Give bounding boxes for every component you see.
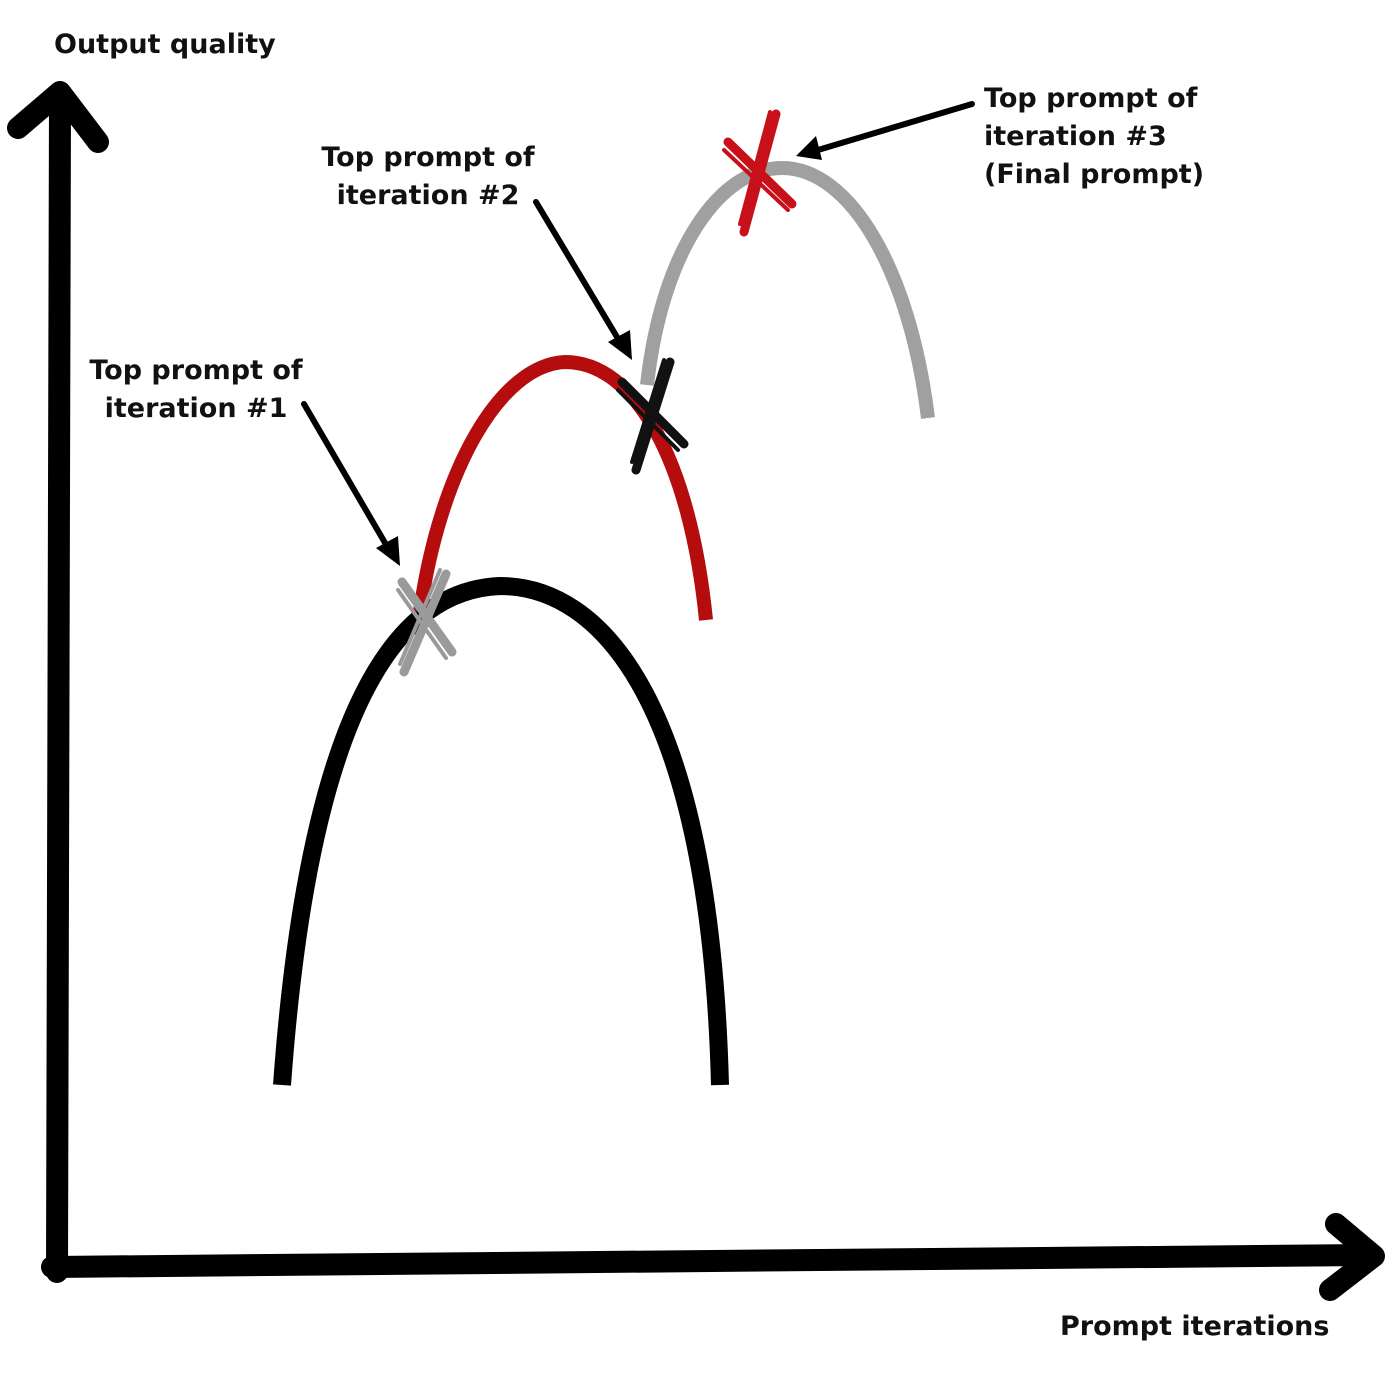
y-axis-line <box>46 89 71 1283</box>
annotation-iteration-1-line-2: iteration #1 <box>104 393 288 424</box>
x-axis-label: Prompt iterations <box>1060 1311 1330 1342</box>
arrow-iteration-1 <box>301 401 400 566</box>
annotation-iteration-1: Top prompt of iteration #1 <box>80 352 312 428</box>
axes <box>7 81 1385 1301</box>
curve-iteration-1 <box>273 576 729 1086</box>
x-axis-arrowhead <box>1319 1213 1385 1301</box>
curve-iteration-3 <box>640 160 935 419</box>
marker-iteration-3 <box>722 109 797 237</box>
annotation-iteration-3-line-1: Top prompt of <box>984 83 1198 114</box>
arrow-iteration-2 <box>533 199 632 360</box>
annotation-iteration-2-line-1: Top prompt of <box>321 142 535 173</box>
y-axis-label: Output quality <box>54 29 276 60</box>
annotation-iteration-3-line-3: (Final prompt) <box>984 159 1205 190</box>
arrow-iteration-3 <box>796 101 975 160</box>
annotation-iteration-2-line-2: iteration #2 <box>336 180 520 211</box>
annotation-iteration-2: Top prompt of iteration #2 <box>312 139 544 215</box>
annotation-iteration-1-line-1: Top prompt of <box>89 355 303 386</box>
marker-iteration-2 <box>616 357 689 475</box>
annotation-iteration-3: Top prompt of iteration #3 (Final prompt… <box>984 80 1204 194</box>
curve-iteration-2 <box>413 354 713 621</box>
annotation-iteration-3-line-2: iteration #3 <box>984 121 1167 152</box>
marker-iteration-1 <box>396 568 457 677</box>
y-axis-arrowhead <box>7 81 109 153</box>
x-axis-line <box>41 1244 1381 1278</box>
